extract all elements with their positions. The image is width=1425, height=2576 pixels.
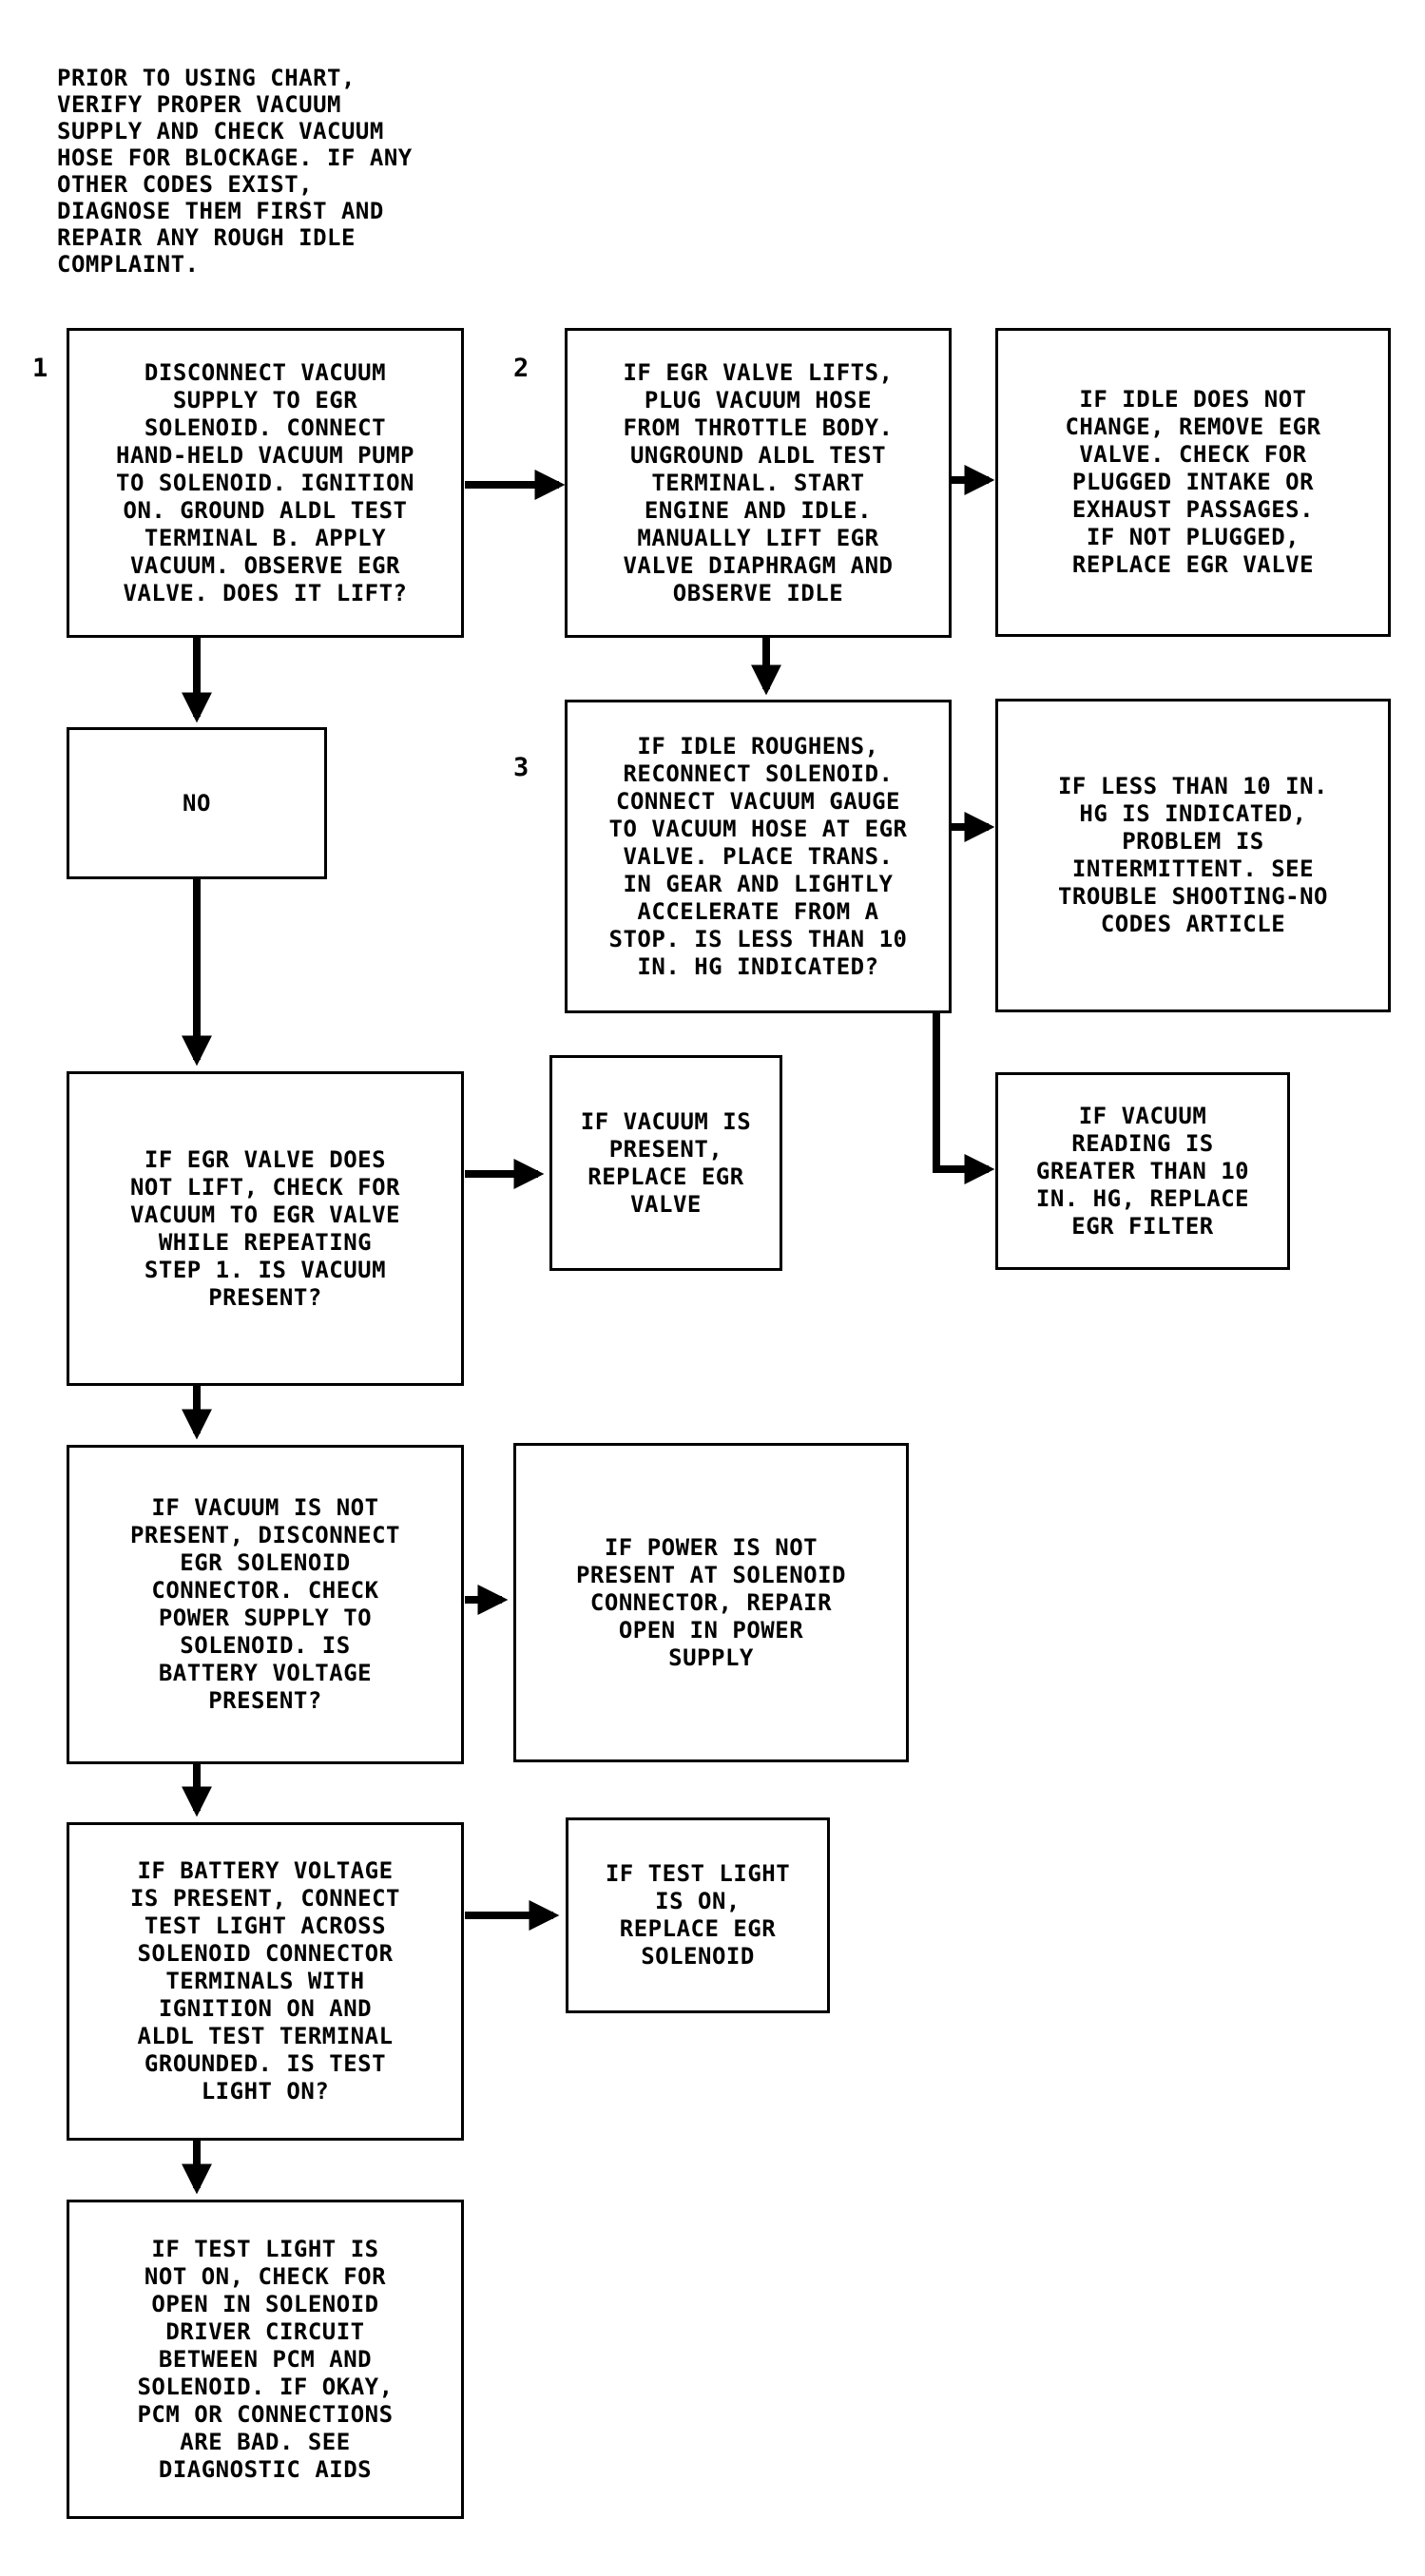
pre-check-note: PRIOR TO USING CHART, VERIFY PROPER VACU… <box>57 65 413 278</box>
replace-egr-filter-box: IF VACUUM READING IS GREATER THAN 10 IN.… <box>995 1072 1290 1270</box>
no-label: NO <box>183 789 211 817</box>
replace-egr-valve-text: IF VACUUM IS PRESENT, REPLACE EGR VALVE <box>580 1107 752 1218</box>
check-power-box: IF VACUUM IS NOT PRESENT, DISCONNECT EGR… <box>67 1445 464 1764</box>
replace-egr-filter-text: IF VACUUM READING IS GREATER THAN 10 IN.… <box>1035 1102 1250 1240</box>
step-number-1: 1 <box>32 354 48 383</box>
step-number-2: 2 <box>513 354 530 383</box>
intermittent-text: IF LESS THAN 10 IN. HG IS INDICATED, PRO… <box>1057 773 1329 937</box>
check-vacuum-text: IF EGR VALVE DOES NOT LIFT, CHECK FOR VA… <box>129 1145 401 1311</box>
repair-power-box: IF POWER IS NOT PRESENT AT SOLENOID CONN… <box>513 1443 909 1762</box>
check-driver-circuit-box: IF TEST LIGHT IS NOT ON, CHECK FOR OPEN … <box>67 2200 464 2519</box>
arrow-b4-to-b6 <box>933 1012 995 1184</box>
step1-box: DISCONNECT VACUUM SUPPLY TO EGR SOLENOID… <box>67 328 464 638</box>
check-driver-circuit-text: IF TEST LIGHT IS NOT ON, CHECK FOR OPEN … <box>137 2235 394 2483</box>
repair-power-text: IF POWER IS NOT PRESENT AT SOLENOID CONN… <box>575 1533 847 1671</box>
check-power-text: IF VACUUM IS NOT PRESENT, DISCONNECT EGR… <box>129 1494 401 1714</box>
replace-solenoid-text: IF TEST LIGHT IS ON, REPLACE EGR SOLENOI… <box>605 1860 791 1970</box>
idle-no-change-box: IF IDLE DOES NOT CHANGE, REMOVE EGR VALV… <box>995 328 1391 637</box>
idle-no-change-text: IF IDLE DOES NOT CHANGE, REMOVE EGR VALV… <box>1065 386 1321 578</box>
test-light-box: IF BATTERY VOLTAGE IS PRESENT, CONNECT T… <box>67 1822 464 2141</box>
check-vacuum-box: IF EGR VALVE DOES NOT LIFT, CHECK FOR VA… <box>67 1071 464 1386</box>
step3-box: IF IDLE ROUGHENS, RECONNECT SOLENOID. CO… <box>565 700 952 1013</box>
step1-text: DISCONNECT VACUUM SUPPLY TO EGR SOLENOID… <box>116 358 414 606</box>
replace-solenoid-box: IF TEST LIGHT IS ON, REPLACE EGR SOLENOI… <box>566 1817 830 2013</box>
step-number-3: 3 <box>513 753 530 782</box>
test-light-text: IF BATTERY VOLTAGE IS PRESENT, CONNECT T… <box>129 1857 401 2105</box>
step2-box: IF EGR VALVE LIFTS, PLUG VACUUM HOSE FRO… <box>565 328 952 638</box>
intermittent-box: IF LESS THAN 10 IN. HG IS INDICATED, PRO… <box>995 699 1391 1012</box>
step2-text: IF EGR VALVE LIFTS, PLUG VACUUM HOSE FRO… <box>623 358 894 606</box>
step3-text: IF IDLE ROUGHENS, RECONNECT SOLENOID. CO… <box>608 732 908 980</box>
no-box: NO <box>67 727 327 879</box>
replace-egr-valve-box: IF VACUUM IS PRESENT, REPLACE EGR VALVE <box>549 1055 782 1271</box>
